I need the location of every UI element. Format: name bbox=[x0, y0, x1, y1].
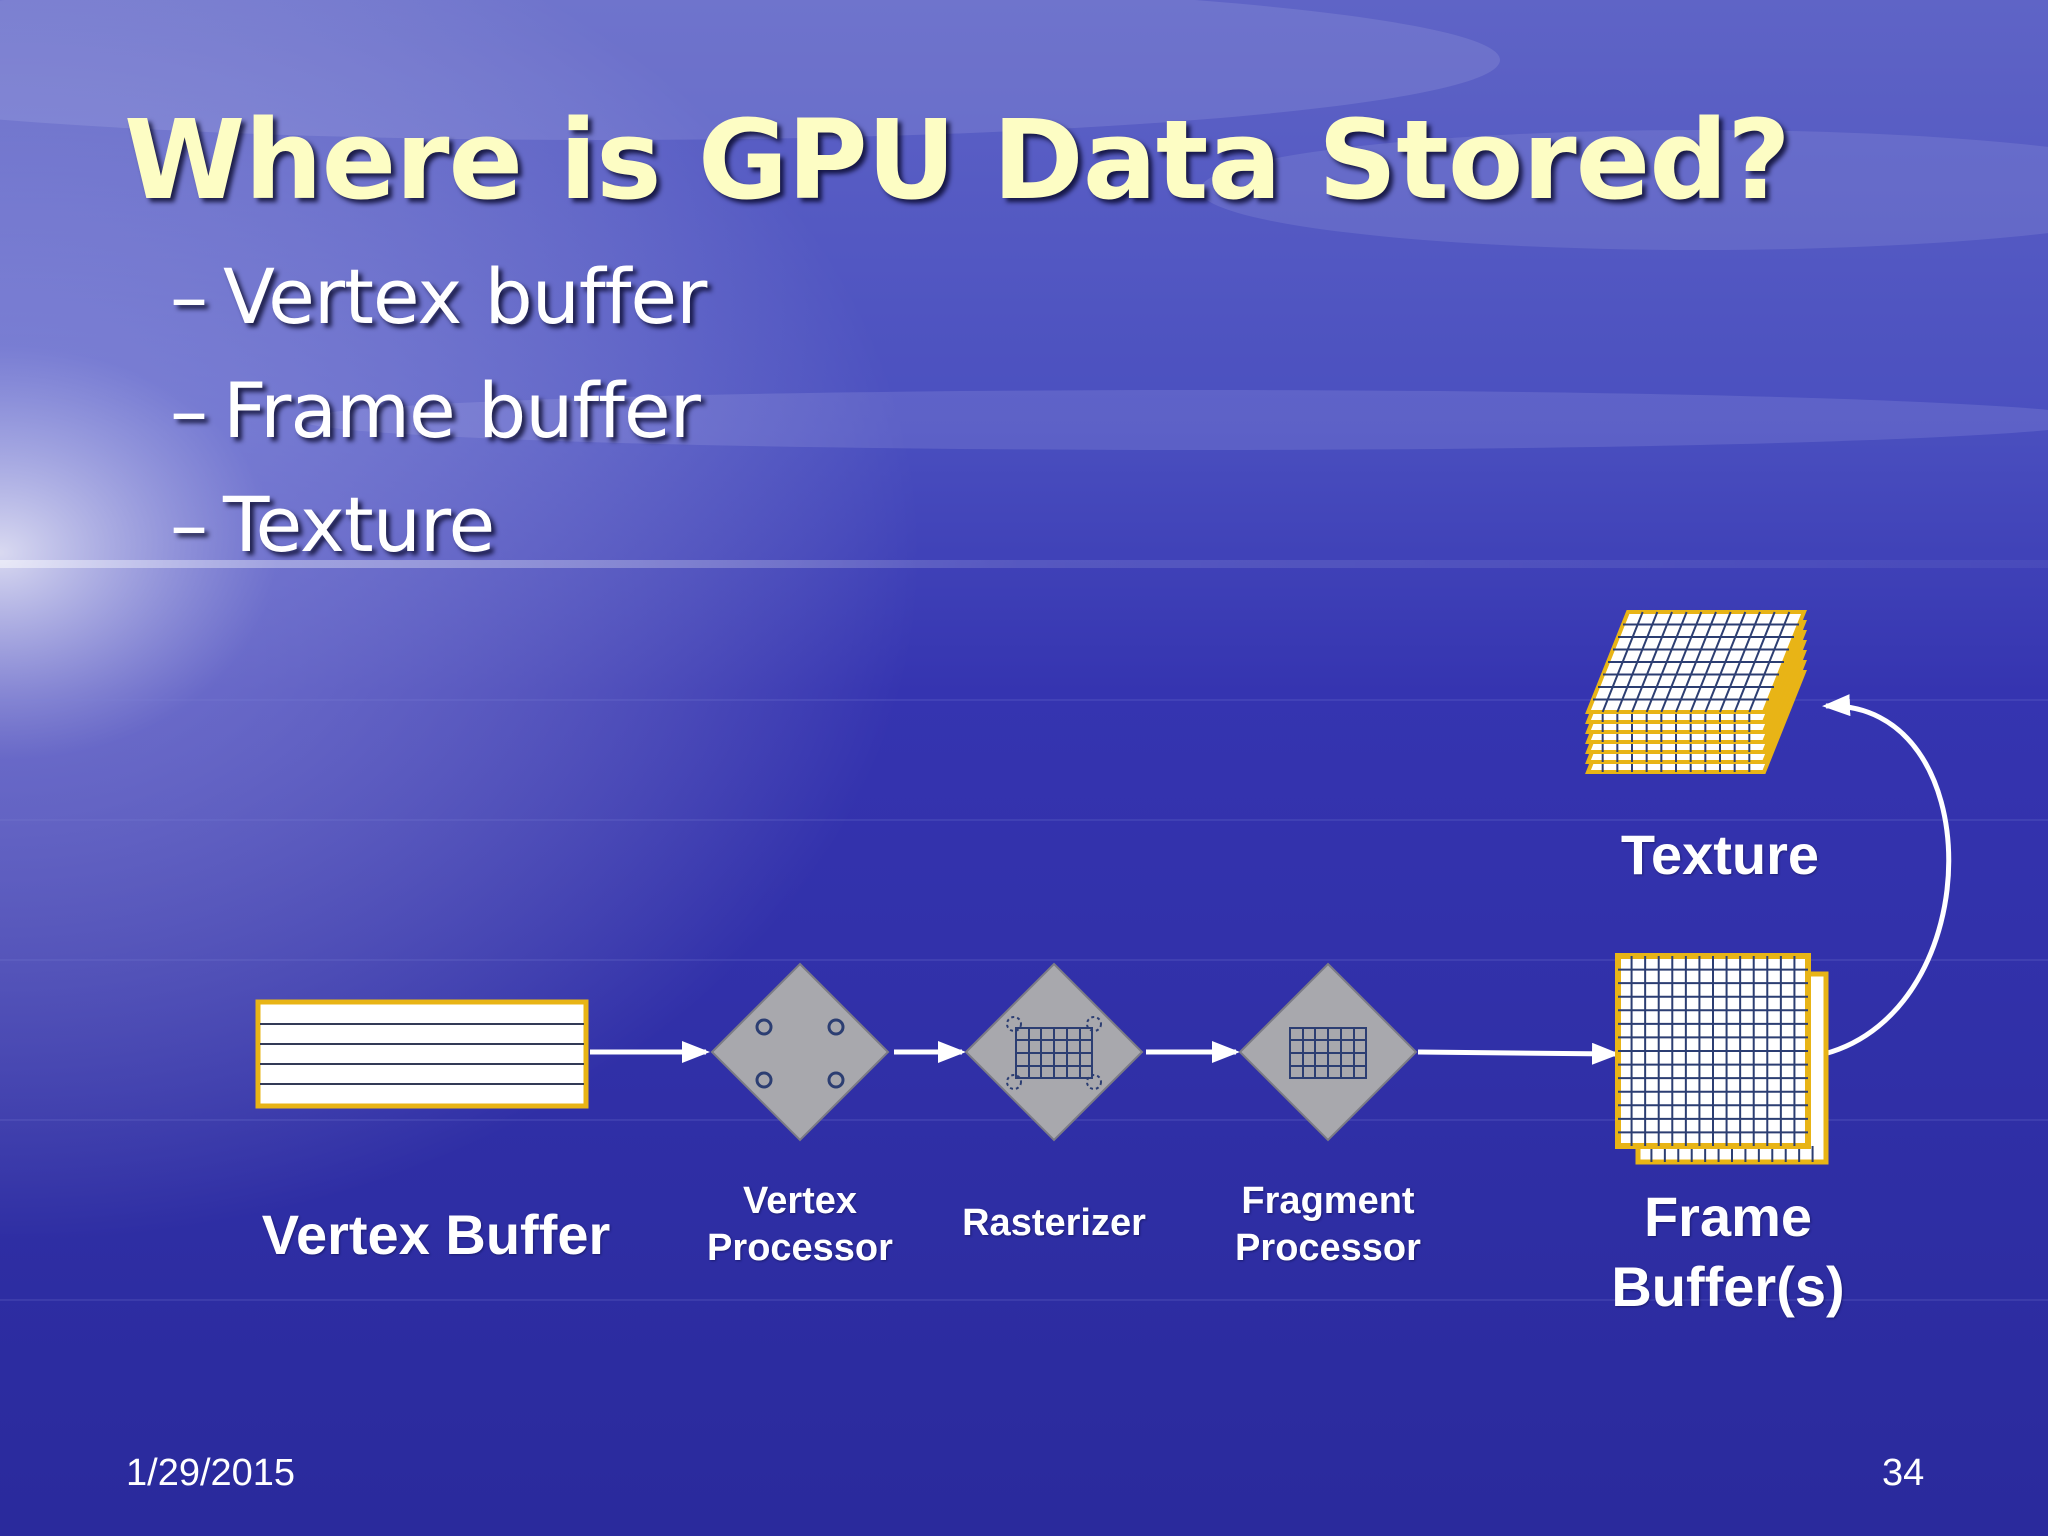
bullet-text: Frame buffer bbox=[223, 366, 701, 455]
footer-date: 1/29/2015 bbox=[126, 1452, 296, 1494]
pipeline-arrows bbox=[590, 694, 1952, 1065]
arrow-fb-to-texture bbox=[1822, 694, 1952, 1057]
vertex-buffer-shape bbox=[255, 999, 589, 1109]
label-vertex-processor: Vertex Processor bbox=[707, 1178, 893, 1272]
bullet-dash: – bbox=[170, 252, 208, 341]
arrow-fp-to-fb bbox=[1417, 1042, 1620, 1065]
label-line: Buffer(s) bbox=[1611, 1255, 1845, 1318]
texture-layer-ticks bbox=[1601, 724, 1751, 732]
frame-buffer-shape bbox=[1615, 953, 1829, 1165]
bullet-vertex-buffer: –Vertex buffer bbox=[170, 252, 707, 341]
bullet-dash: – bbox=[170, 480, 208, 569]
bullet-frame-buffer: –Frame buffer bbox=[170, 366, 701, 455]
footer-page-number: 34 bbox=[1882, 1452, 1925, 1494]
texture-layer-ticks bbox=[1601, 744, 1751, 752]
bullet-text: Vertex buffer bbox=[223, 252, 707, 341]
slide-title: Where is GPU Data Stored? bbox=[124, 96, 1791, 224]
label-line: Vertex bbox=[742, 1180, 858, 1222]
label-line: Fragment bbox=[1241, 1180, 1415, 1222]
label-line: Processor bbox=[1235, 1227, 1421, 1269]
bullet-text: Texture bbox=[223, 480, 495, 569]
vertex-processor-shape bbox=[710, 962, 890, 1142]
label-line: Frame bbox=[1643, 1185, 1813, 1248]
texture-layer-ticks bbox=[1601, 754, 1751, 762]
texture-stack-shape bbox=[1585, 610, 1807, 774]
texture-top-grid bbox=[1593, 611, 1799, 713]
label-line: Processor bbox=[707, 1227, 893, 1269]
fragment-processor-shape bbox=[1238, 962, 1418, 1142]
bullet-dash: – bbox=[170, 366, 208, 455]
rasterizer-shape bbox=[964, 962, 1144, 1142]
bullet-texture: –Texture bbox=[170, 480, 495, 569]
texture-layer-ticks bbox=[1601, 764, 1751, 772]
texture-layer-ticks bbox=[1601, 734, 1751, 742]
texture-layer-ticks bbox=[1601, 714, 1751, 722]
label-fragment-processor: Fragment Processor bbox=[1235, 1178, 1421, 1272]
label-vertex-buffer: Vertex Buffer bbox=[261, 1203, 611, 1266]
label-rasterizer: Rasterizer bbox=[962, 1202, 1146, 1244]
label-texture: Texture bbox=[1620, 823, 1820, 886]
label-frame-buffers: Frame Buffer(s) bbox=[1611, 1182, 1844, 1322]
